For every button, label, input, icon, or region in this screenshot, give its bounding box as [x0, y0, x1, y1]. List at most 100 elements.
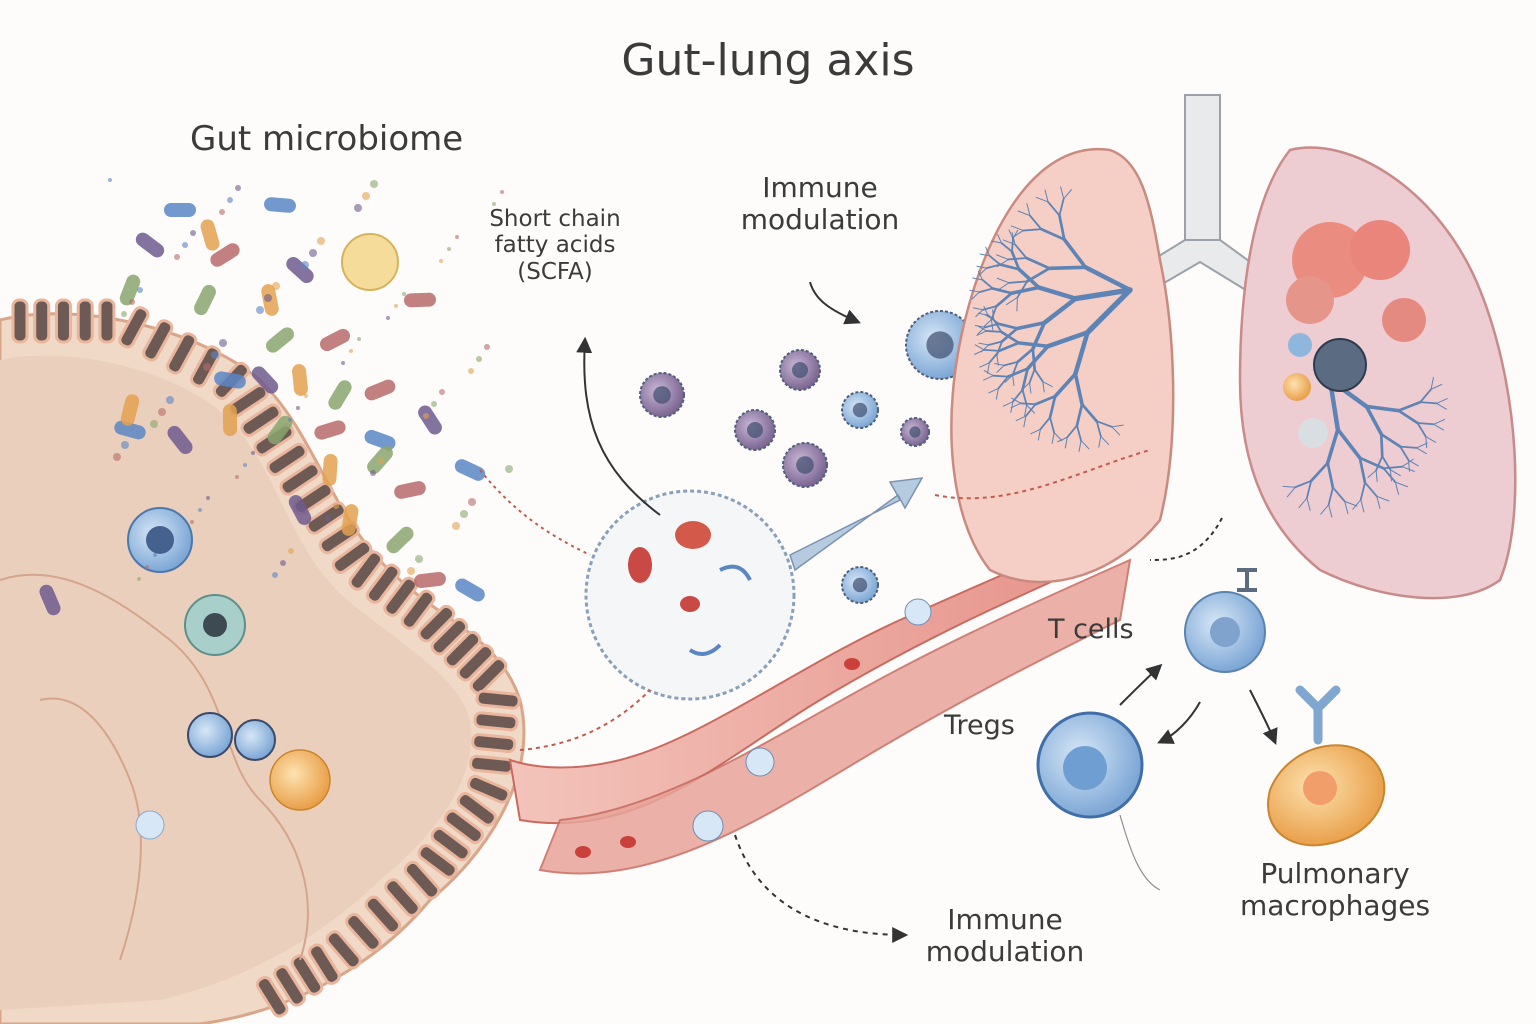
- pulmonary-macrophage: [1267, 744, 1386, 847]
- airway-branch: [1029, 382, 1032, 394]
- villus: [76, 298, 94, 344]
- bacterium: [328, 380, 352, 410]
- airway-branch: [1399, 445, 1418, 449]
- villus: [325, 930, 362, 970]
- airway-branch: [988, 255, 1002, 266]
- particle: [447, 247, 451, 251]
- airway-branch: [1037, 428, 1041, 441]
- bacterium: [119, 274, 141, 306]
- airway-branch: [1433, 418, 1446, 425]
- airway-branch: [1051, 432, 1055, 444]
- villus: [364, 895, 402, 935]
- airway-branch: [996, 277, 1010, 284]
- airway-branch: [1328, 504, 1333, 518]
- airway-branch: [977, 325, 988, 332]
- blood-vessel: [508, 519, 1141, 875]
- airway-branch: [1000, 242, 1013, 253]
- gut-wall: [0, 298, 526, 1024]
- villus: [469, 656, 508, 695]
- airway-branch: [995, 291, 1014, 308]
- cell-nucleus: [796, 456, 814, 474]
- airway-branch: [1407, 459, 1411, 472]
- villus: [255, 976, 289, 1018]
- airway-branch: [1022, 228, 1043, 232]
- particle: [137, 287, 143, 293]
- airway-branch: [999, 330, 1021, 345]
- cell-nucleus: [747, 422, 763, 438]
- airway-branch: [1016, 341, 1050, 349]
- airway-branch: [1026, 203, 1031, 217]
- villus: [456, 643, 495, 682]
- airway-branch: [969, 289, 980, 293]
- bacterium: [414, 571, 446, 589]
- particle: [158, 408, 166, 416]
- airway-branch: [1084, 287, 1133, 336]
- label-immune-modulation-bottom: Immune modulation: [900, 903, 1110, 968]
- airway-branch: [1080, 402, 1099, 423]
- airway-branch: [1430, 383, 1443, 390]
- particle: [484, 344, 490, 350]
- airway-branch: [978, 267, 988, 276]
- airway-branch: [1045, 330, 1090, 349]
- airway-branch: [1375, 455, 1384, 472]
- airway-branch: [1017, 210, 1031, 217]
- villus: [403, 860, 441, 900]
- particle: [243, 463, 247, 467]
- airway-branch: [1053, 432, 1063, 442]
- particle: [288, 418, 292, 422]
- airway-branch: [1326, 461, 1335, 489]
- villus: [383, 576, 418, 617]
- airway-branch: [1002, 401, 1014, 407]
- particle: [182, 242, 188, 248]
- label-pulmonary-macrophages-line-1: Pulmonary: [1260, 857, 1410, 890]
- particle: [121, 311, 127, 317]
- airway-branch: [983, 319, 992, 327]
- airway-branch: [997, 322, 1019, 330]
- particle: [150, 420, 158, 428]
- villus: [348, 550, 384, 591]
- airway-branch: [1010, 401, 1014, 413]
- airway-branch: [1011, 230, 1024, 239]
- airway-branch: [1058, 197, 1065, 217]
- particle: [198, 508, 202, 512]
- airway-branch: [1010, 402, 1022, 409]
- particle: [333, 503, 339, 509]
- airway-branch: [1083, 265, 1133, 293]
- particle: [113, 453, 121, 461]
- airway-branch: [1058, 214, 1066, 241]
- airway-branch: [1430, 376, 1434, 390]
- airway-branch: [1331, 486, 1346, 503]
- lungs: [950, 94, 1517, 600]
- particle: [235, 475, 239, 479]
- bacterium: [264, 197, 296, 213]
- intestinal-villi: [11, 298, 521, 1018]
- airway-branch: [1381, 455, 1392, 471]
- airway-branch: [985, 246, 991, 257]
- airway-branch: [1360, 499, 1365, 513]
- particle: [362, 192, 370, 200]
- airway-branch: [1023, 415, 1027, 428]
- airway-branch: [1025, 256, 1051, 270]
- airway-branch: [1073, 330, 1090, 377]
- particle: [309, 249, 317, 257]
- airway-branch: [984, 314, 995, 321]
- airway-branch: [1003, 360, 1019, 367]
- airway-branch: [998, 263, 1021, 271]
- airway-branch: [1015, 320, 1047, 331]
- particle: [325, 515, 331, 521]
- bacterium: [418, 405, 442, 435]
- bacterium: [266, 327, 294, 353]
- airway-branch: [1382, 467, 1397, 484]
- airway-branch: [1358, 456, 1367, 484]
- particle: [354, 204, 362, 212]
- particle: [256, 306, 264, 314]
- villus: [308, 943, 341, 985]
- bacterium: [114, 420, 146, 440]
- particle: [370, 180, 378, 188]
- airway-branch: [1026, 404, 1035, 414]
- airway-branch: [1407, 459, 1419, 467]
- bacterium: [322, 454, 338, 486]
- airway-branch: [988, 349, 1000, 364]
- airway-branch: [1098, 435, 1102, 448]
